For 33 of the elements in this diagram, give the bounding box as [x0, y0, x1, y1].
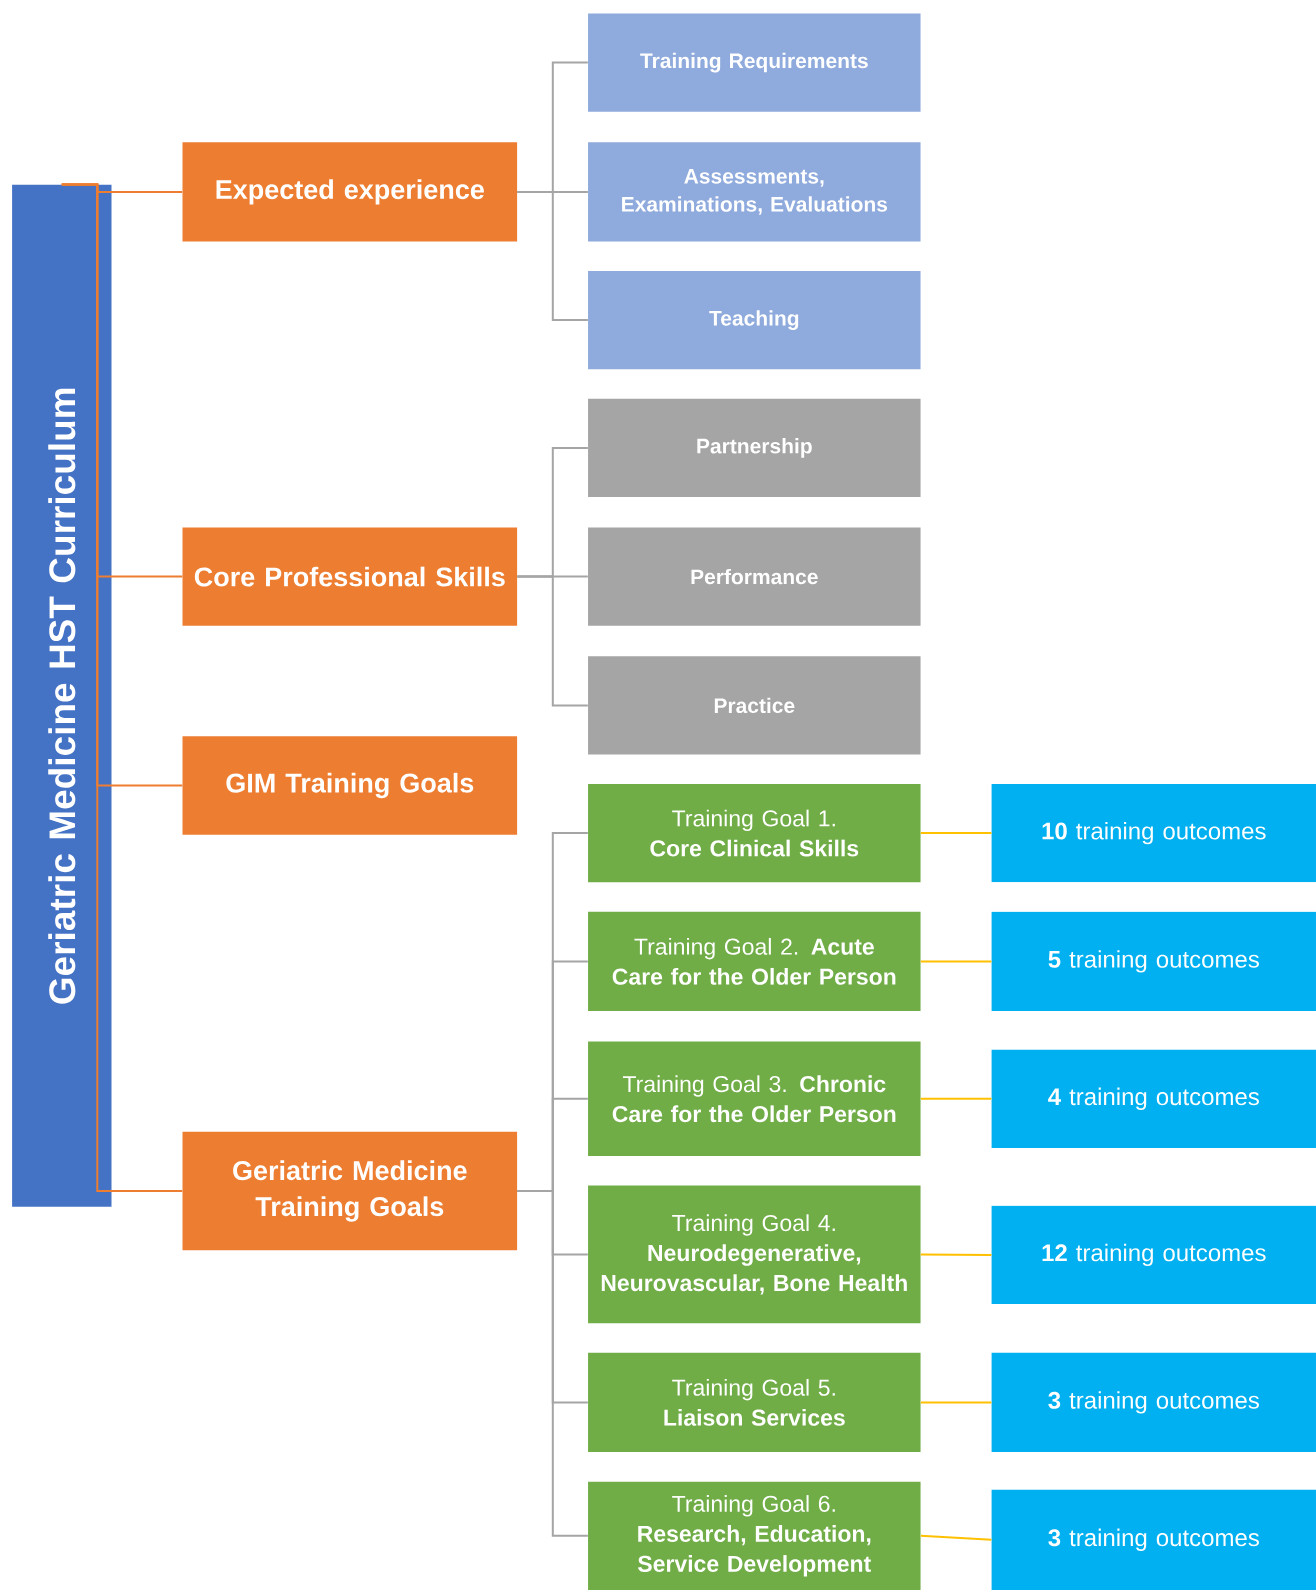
- connector-line: [516, 190, 589, 322]
- connector-line: [919, 1097, 993, 1100]
- connector-line: [516, 1190, 589, 1537]
- skill-box: Partnership: [588, 398, 921, 498]
- connector-line: [919, 1534, 993, 1541]
- category-box: Core Professional Skills: [182, 527, 518, 626]
- connector-line: [919, 960, 993, 963]
- outcome-box: 4 training outcomes: [991, 1049, 1316, 1148]
- connector-line: [60, 183, 184, 1192]
- goal-box: Training Goal 2. Acute Care for the Older Person: [588, 911, 921, 1012]
- goal-box: Training Goal 1. Core Clinical Skills: [588, 783, 921, 883]
- skill-box: Performance: [588, 527, 921, 626]
- goal-box: Training Goal 4. Neurodegenerative, Neurovascular, Bone Health: [588, 1185, 921, 1324]
- goal-box: Training Goal 3. Chronic Care for the Older Person: [588, 1041, 921, 1157]
- connector-line: [516, 575, 589, 707]
- outcome-box: 5 training outcomes: [991, 911, 1316, 1012]
- requirement-box: Assessments, Examinations, Evaluations: [588, 142, 921, 242]
- goal-box: Training Goal 6. Research, Education, Service Development: [588, 1481, 921, 1590]
- requirement-box: Training Requirements: [588, 13, 921, 112]
- category-box: GIM Training Goals: [182, 736, 518, 835]
- outcome-box: 12 training outcomes: [991, 1205, 1316, 1305]
- category-box: Geriatric Medicine Training Goals: [182, 1131, 518, 1251]
- goal-box: Training Goal 5. Liaison Services: [588, 1352, 921, 1453]
- outcome-box: 3 training outcomes: [991, 1489, 1316, 1590]
- category-box: Expected experience: [182, 142, 518, 242]
- connector-line: [919, 1253, 993, 1256]
- root-box: Geriatric Medicine HST Curriculum: [12, 184, 112, 1207]
- connector-line: [919, 832, 993, 835]
- skill-box: Practice: [588, 656, 921, 755]
- requirement-box: Teaching: [588, 270, 921, 370]
- outcome-box: 10 training outcomes: [991, 783, 1316, 883]
- outcome-box: 3 training outcomes: [991, 1352, 1316, 1453]
- connector-line: [919, 1401, 993, 1404]
